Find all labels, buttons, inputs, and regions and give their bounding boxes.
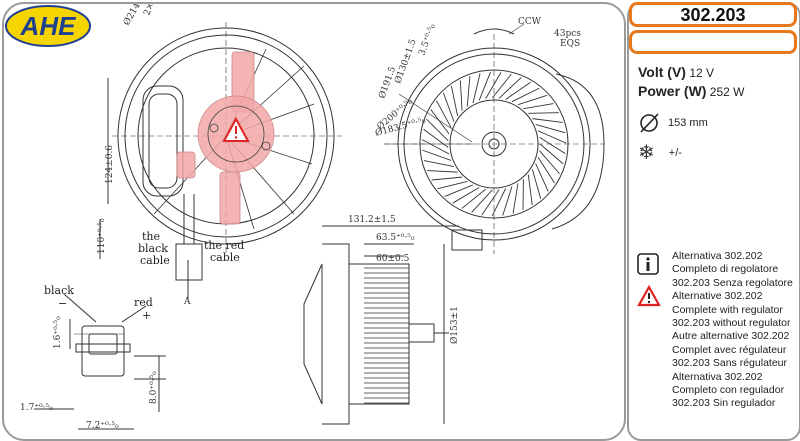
side-view (303, 225, 459, 425)
note-line: 302.203 Sin regulador (672, 397, 776, 410)
power-row: Power (W) 252 W (638, 83, 744, 99)
diameter-row: 153 mm (638, 112, 708, 134)
diameter-icon (640, 113, 659, 133)
note-line: Autre alternative 302.202 (672, 330, 790, 343)
dim-w63: 63.5⁺⁰·⁵₀ (376, 233, 415, 243)
power-value: 252 W (709, 85, 745, 99)
notes-list: Alternativa 302.202 Completo di regolato… (672, 250, 797, 411)
info-icon (637, 253, 659, 275)
dim-r110: 110⁺⁰·⁵₀ (97, 218, 107, 254)
note-line: Complet avec régulateur (672, 343, 787, 356)
note-line: 302.203 Senza regolatore (672, 276, 793, 289)
dim-pcs: 43pcs (554, 29, 581, 39)
note-line: Completo di regolatore (672, 263, 779, 276)
technical-drawing-panel: 2×Ø4.3⁺⁰·³₀ Ø214⁺⁰·⁵₀ 124±0.6 110⁺⁰·⁵₀ Ø… (2, 2, 626, 441)
black-cable-label-1: the (142, 230, 160, 243)
climate-value: +/- (668, 147, 682, 159)
product-code-secondary-box (629, 30, 797, 54)
dim-h1-6: 1.6⁺⁰·⁵₀ (53, 316, 63, 349)
dim-d130: Ø130±1.5 (392, 37, 418, 85)
dim-holes: 2×Ø4.3⁺⁰·³₀ (141, 4, 170, 17)
dim-w1-7: 1.7⁺⁰·⁵₀ (20, 403, 53, 413)
dim-eqs: EQS (560, 39, 580, 49)
plus-label: + (142, 309, 151, 322)
note-line: 302.203 Sans régulateur (672, 357, 788, 370)
voltage-label: Volt (V) (638, 64, 686, 80)
note-line: Alternativa 302.202 (672, 370, 763, 383)
dim-w131: 131.2±1.5 (348, 215, 396, 225)
red-cable-label-2: cable (210, 251, 240, 264)
red-label: red (134, 296, 153, 309)
note-line: Alternative 302.202 (672, 290, 763, 303)
note-line: 302.203 without regulator (672, 317, 791, 330)
dim-r124: 124±0.6 (105, 145, 115, 184)
note-line: Completo con regulador (672, 384, 785, 397)
power-label: Power (W) (638, 83, 707, 99)
info-panel (627, 2, 800, 441)
diameter-value: 153 mm (668, 117, 708, 129)
logo-text: AHE (20, 11, 77, 41)
dim-d153: Ø153±1 (449, 306, 460, 344)
section-marker: A (183, 297, 191, 307)
dim-d3-5: 3.5⁺⁰·⁵₀ (417, 22, 438, 57)
ahe-logo: AHE (5, 5, 91, 47)
note-line: Complete with regulator (672, 303, 783, 316)
rear-view (384, 23, 605, 254)
dim-ccw: CCW (518, 17, 542, 27)
drawing-warning-icon (222, 116, 250, 142)
dim-w7-2: 7.2⁺⁰·⁵₀ (86, 421, 119, 431)
warning-triangle-icon (637, 285, 661, 307)
technical-drawing: 2×Ø4.3⁺⁰·³₀ Ø214⁺⁰·⁵₀ 124±0.6 110⁺⁰·⁵₀ Ø… (20, 4, 605, 431)
black-cable-label-3: cable (140, 254, 170, 267)
dim-w60: 60±0.5 (376, 254, 410, 264)
voltage-value: 12 V (689, 66, 714, 80)
black-cable-label-2: black (138, 242, 168, 255)
minus-label: − (58, 297, 67, 310)
connector-detail (34, 293, 166, 430)
climate-row: ❄ +/- (638, 143, 682, 163)
note-line: Alternativa 302.202 (672, 250, 763, 262)
product-code: 302.203 (629, 2, 797, 27)
voltage-row: Volt (V) 12 V (638, 64, 714, 80)
black-label: black (44, 284, 74, 297)
dim-h8: 8.0⁺⁰·⁵₀ (149, 371, 159, 404)
red-cable-label-1: the red (204, 239, 244, 252)
snowflake-icon: ❄ (638, 142, 655, 164)
